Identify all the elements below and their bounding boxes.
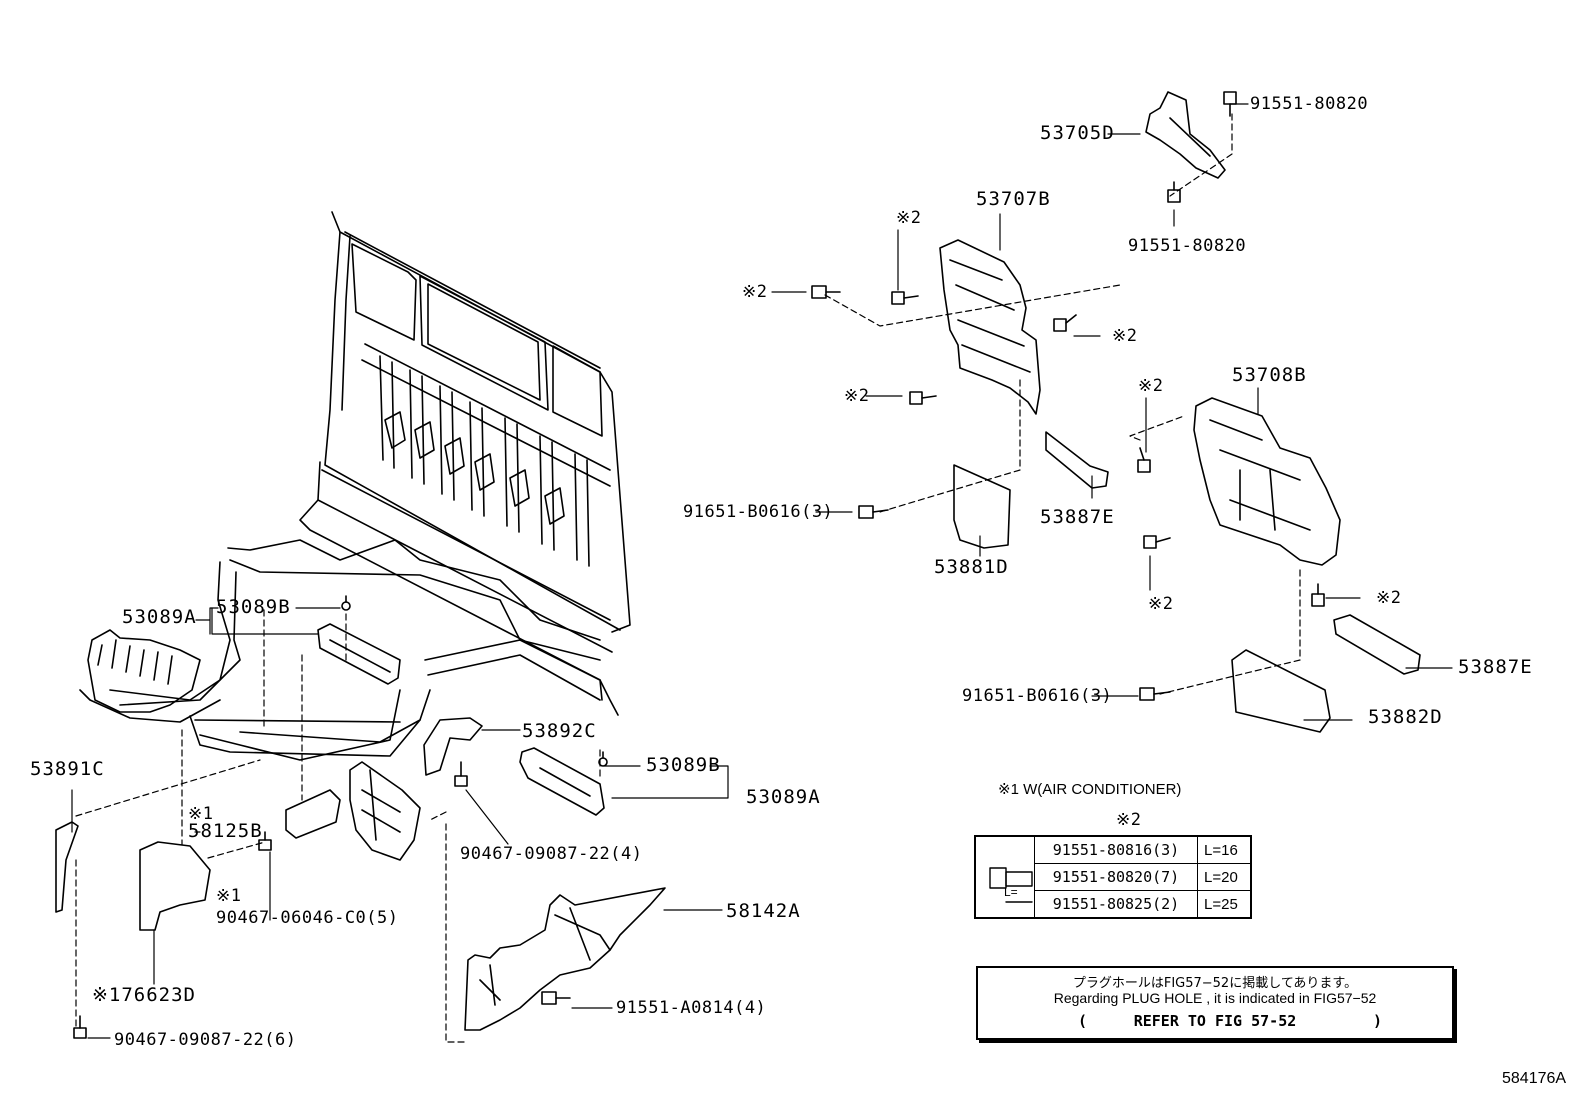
callout-53708B: 53708B [1232,364,1307,386]
bolt-length: L=25 [1197,890,1252,919]
leader-lines [71,103,1453,1039]
rear-panel-assembly [79,211,631,761]
center-small-parts [55,717,666,1031]
refer-figure-text: REFER TO FIG 57-52 [1133,1012,1297,1030]
callout-mark2-g: ※2 [1376,588,1402,608]
callout-90467-06046-C0-5: 90467-06046-C0(5) [216,908,399,928]
callout-90467-09087-22-6: 90467-09087-22(6) [114,1030,297,1050]
callout-91551-80820-mid: 91551-80820 [1128,236,1247,256]
callout-91651-B0616-a: 91651-B0616(3) [683,502,834,522]
bolt-length: L=20 [1197,863,1252,891]
callout-mark2-b: ※2 [742,282,768,302]
bolt-length: L=16 [1197,835,1252,864]
callout-mark1-a: ※1 [188,804,214,824]
callout-53707B: 53707B [976,188,1051,210]
legend-note-aircon: ※1 W(AIR CONDITIONER) [998,781,1182,798]
bolt-table-header: ※2 [1116,810,1142,830]
callout-91551-A0814-4: 91551-A0814(4) [616,998,767,1018]
callout-mark2-a: ※2 [896,208,922,228]
callout-53089B-left: 53089B [216,596,291,618]
bolt-part-number: 91551-80816(3) [1034,835,1198,864]
callout-53887E-b: 53887E [1458,656,1533,678]
table-row: L= 91551-80816(3) L=16 [974,835,1252,919]
callout-53892C: 53892C [522,720,597,742]
callout-mark1-b: ※1 [216,886,242,906]
bolt-length-table: L= 91551-80816(3) L=16 91551-80820(7) L=… [974,835,1252,919]
figure-id: 584176A [1502,1070,1567,1087]
paren-close: ) [1372,1012,1382,1030]
callout-53705D: 53705D [1040,122,1115,144]
callout-mark2-e: ※2 [1138,376,1164,396]
refer-note-english: Regarding PLUG HOLE , it is indicated in… [1053,990,1377,1006]
refer-note-box: プラグホールはFIG57−52に掲載してあります。 Regarding PLUG… [976,966,1454,1040]
table-row: 91551-80825(2) L=25 [975,890,1252,919]
dashed-guides [75,113,1301,1043]
callout-91551-80820-top: 91551-80820 [1250,94,1369,114]
refer-note-figure-link[interactable]: ( REFER TO FIG 57-52 ) [978,1012,1452,1030]
callout-53891C: 53891C [30,758,105,780]
callout-91651-B0616-b: 91651-B0616(3) [962,686,1113,706]
callout-mark2-c: ※2 [1112,326,1138,346]
callout-mark2-d: ※2 [844,386,870,406]
bolt-part-number: 91551-80825(2) [1034,890,1198,919]
callout-58142A: 58142A [726,900,801,922]
callout-58125B: 58125B [188,820,263,842]
callout-53089A-left: 53089A [122,606,197,628]
callout-53882D: 53882D [1368,706,1443,728]
refer-note-japanese: プラグホールはFIG57−52に掲載してあります。 [1072,976,1358,991]
callout-53887E-a: 53887E [1040,506,1115,528]
callout-90467-09087-22-4: 90467-09087-22(4) [460,844,643,864]
table-row: 91551-80820(7) L=20 [975,863,1252,891]
bolt-length-label: L= [1004,885,1018,899]
callout-53089B-right: 53089B [646,754,721,776]
bolt-part-number: 91551-80820(7) [1034,863,1198,891]
callout-76623D: ※176623D [92,984,196,1006]
bolt-picture-cell: L= [974,835,1035,919]
right-shields [939,91,1421,733]
callout-53881D: 53881D [934,556,1009,578]
paren-open: ( [1078,1012,1088,1030]
callout-mark2-f: ※2 [1148,594,1174,614]
callout-53089A-right: 53089A [746,786,821,808]
